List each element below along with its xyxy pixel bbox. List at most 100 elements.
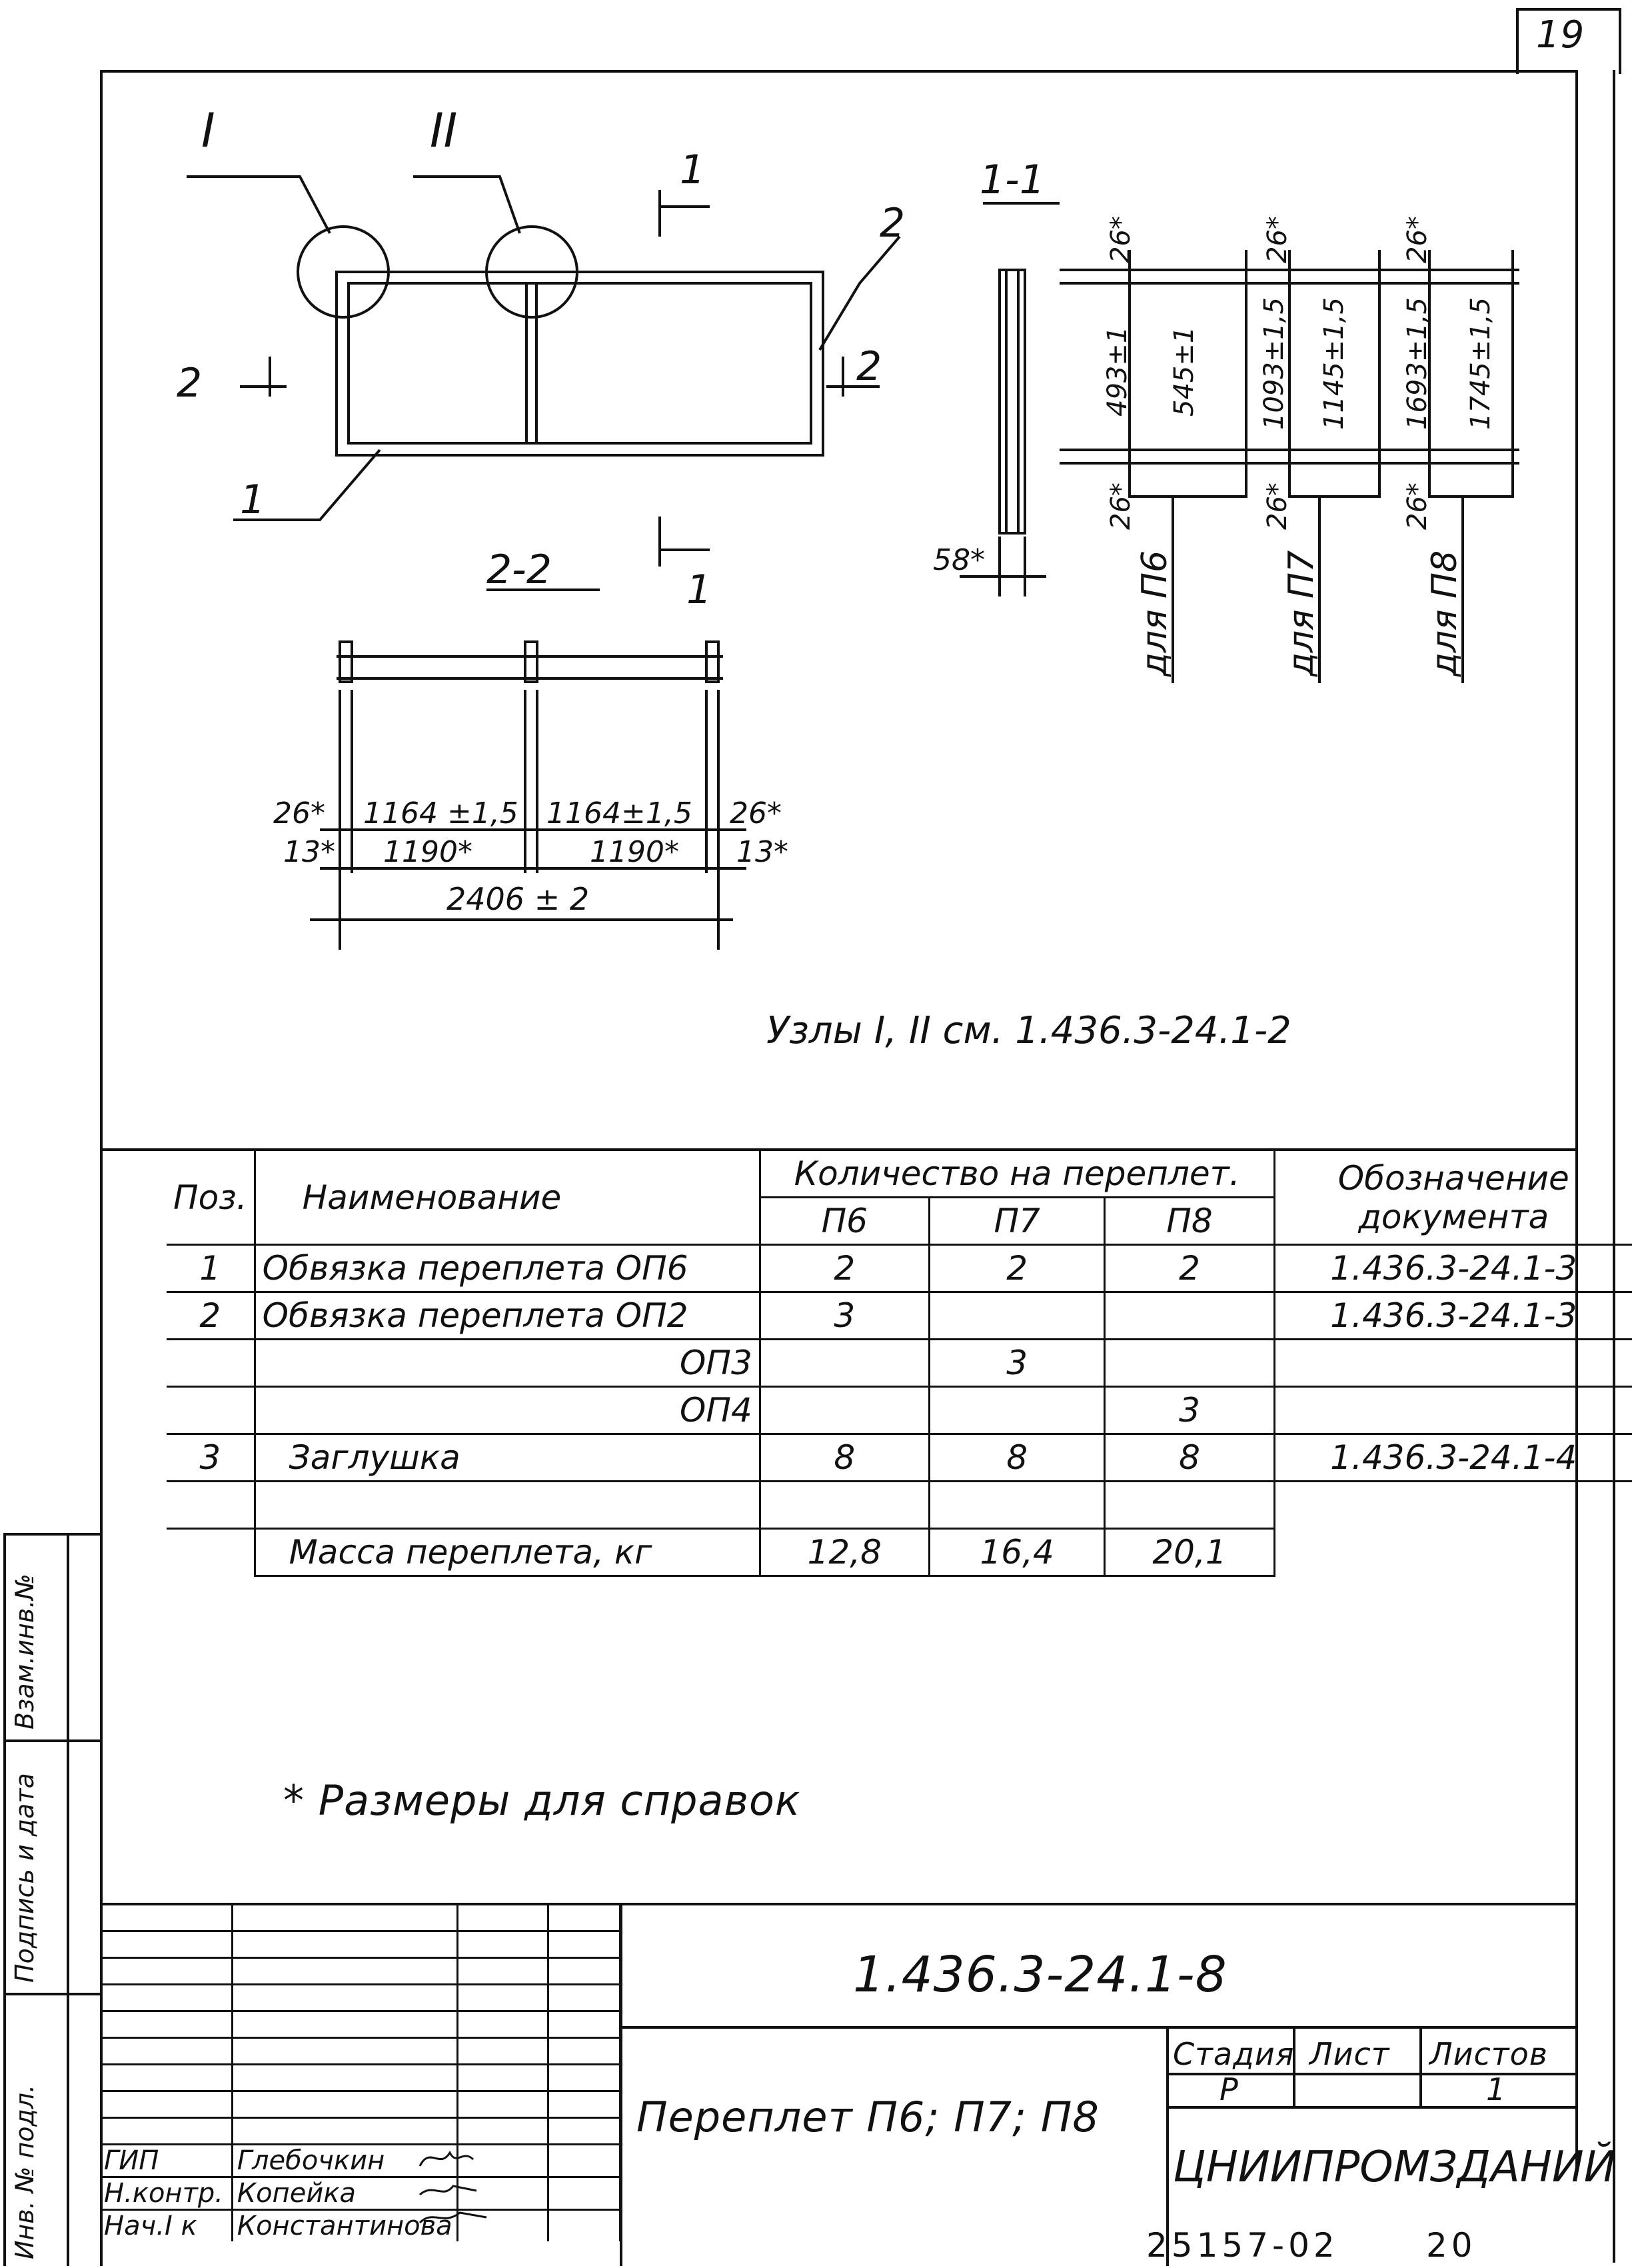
header-col-p7: П7 [928,1196,1106,1246]
dim-11-bot-2: 26* [1262,483,1293,530]
row-doc [1273,1338,1632,1388]
stage-label: Стадия [1173,2036,1295,2072]
row-p6: 3 [758,1291,930,1340]
plan-outer [335,271,824,457]
row-p7: 8 [928,1433,1106,1482]
row-p6 [758,1338,930,1388]
side-strip-mid [67,1533,69,2266]
table-row: 3 Заглушка 8 8 8 1.436.3-24.1-4 [167,1433,1632,1482]
staff-name: Константинова [231,2208,458,2241]
row-pos [167,1528,256,1576]
section-11-label: 1-1 [980,157,1045,203]
row-p8 [1104,1291,1275,1340]
dim-11-v-6: 1745±1,5 [1465,297,1496,430]
row-pos [167,1480,256,1530]
tb-stage-mid [1166,2073,1575,2075]
title-block-top [100,1903,1575,1905]
side-strip-left [3,1533,6,2266]
section-arrow-2-right: 2 [856,343,882,390]
dim-11-width: 58* [933,543,985,577]
dim-11-v-4: 1145±1,5 [1319,297,1349,430]
row-name: Заглушка [253,1433,761,1482]
dim-22-r2-b: 1190* [383,835,472,869]
row-p7: 16,4 [928,1528,1106,1577]
row-doc [1274,1529,1632,1576]
row-name: Масса переплета, кг [253,1528,761,1577]
staff-name: Глебочкин [231,2143,458,2178]
row-p7: 2 [928,1244,1106,1293]
specification-table: Поз. Наименование Количество на переплет… [167,1151,1632,1577]
row-pos [167,1386,256,1435]
row-p7 [928,1480,1106,1530]
staff-role: Н.контр. [100,2175,233,2211]
sheets-label: Листов [1429,2036,1548,2072]
drawing-separator [100,1148,1575,1151]
row-p8 [1104,1480,1275,1530]
for-label-p7: для П7 [1281,551,1321,677]
bottom-code-2: 20 [1426,2226,1477,2265]
main-frame [100,70,1578,2175]
row-name [253,1480,761,1530]
for-label-p8: для П8 [1425,551,1465,677]
footnote: * Размеры для справок [283,1776,801,1825]
table-row: Масса переплета, кг 12,8 16,4 20,1 [167,1528,1632,1577]
row-pos: 3 [167,1433,256,1482]
side-strip-top [3,1533,103,1536]
staff-role: Нач.I к [100,2208,233,2241]
dim-11-bot-1: 26* [1106,483,1136,530]
header-doc-text: Обозначение документа [1337,1158,1569,1236]
dim-22-r2-c: 1190* [590,835,679,869]
table-row [167,1480,1632,1530]
dim-22-total: 2406 ± 2 [446,881,589,917]
signature [456,2143,550,2178]
sheet-number: 19 [1536,13,1585,57]
row-doc: 1.436.3-24.1-3 [1273,1291,1632,1340]
section-arrow-2-left: 2 [177,360,202,407]
dim-11-bot-3: 26* [1402,483,1433,530]
for-label-p6: для П6 [1135,551,1175,677]
dim-11-v-3: 1093±1,5 [1259,297,1289,430]
row-pos: 1 [167,1244,256,1293]
dim-22-r2-d: 13* [736,835,788,869]
tb-code-bottom [620,2026,1575,2029]
table-row: 1 Обвязка переплета ОП6 2 2 2 1.436.3-24… [167,1244,1632,1293]
table-row: ОП4 3 [167,1386,1632,1435]
row-name: ОП4 [253,1386,761,1435]
tb-stage-col2 [1419,2026,1422,2106]
row-p6: 8 [758,1433,930,1482]
stage-value: Р [1220,2071,1239,2107]
dim-22-r1-d: 26* [730,796,782,830]
section-arrow-1-top: 1 [680,147,705,193]
side-strip-div2 [3,1993,103,1995]
dim-22-r2-a: 13* [283,835,335,869]
dim-22-r1-b: 1164 ±1,5 [363,796,518,830]
node-mark-2: II [430,103,457,158]
dim-22-r1-c: 1164±1,5 [546,796,692,830]
side-stamp-inv: Инв. № подл. [10,2084,39,2259]
row-name: Обвязка переплета ОП6 [253,1244,761,1293]
header-col-p8: П8 [1104,1196,1275,1246]
row-pos: 2 [167,1291,256,1340]
row-p7: 3 [928,1338,1106,1388]
sheet-number-box [1516,8,1621,74]
table-row: 2 Обвязка переплета ОП2 3 1.436.3-24.1-3 [167,1291,1632,1340]
header-name: Наименование [253,1151,761,1246]
section-22-label: 2-2 [486,547,552,593]
sheets-value: 1 [1486,2071,1507,2107]
dim-11-top-3: 26* [1402,216,1433,263]
row-doc [1273,1386,1632,1435]
row-doc [1273,1480,1632,1529]
header-col-p6: П6 [758,1196,930,1246]
note-nodes: Узлы I, II см. 1.436.3-24.1-2 [766,1009,1291,1052]
node-circle-1 [297,225,390,319]
row-p8: 8 [1104,1433,1275,1482]
node-mark-1: I [201,103,215,158]
plan-inner [347,282,812,445]
row-p8: 3 [1104,1386,1275,1435]
row-p8: 20,1 [1104,1528,1275,1577]
dim-11-v-1: 493±1 [1102,327,1133,417]
organization: ЦНИИПРОМЗДАНИЙ [1173,2143,1616,2192]
row-p6 [758,1386,930,1435]
header-qty-group: Количество на переплет. [758,1151,1275,1198]
